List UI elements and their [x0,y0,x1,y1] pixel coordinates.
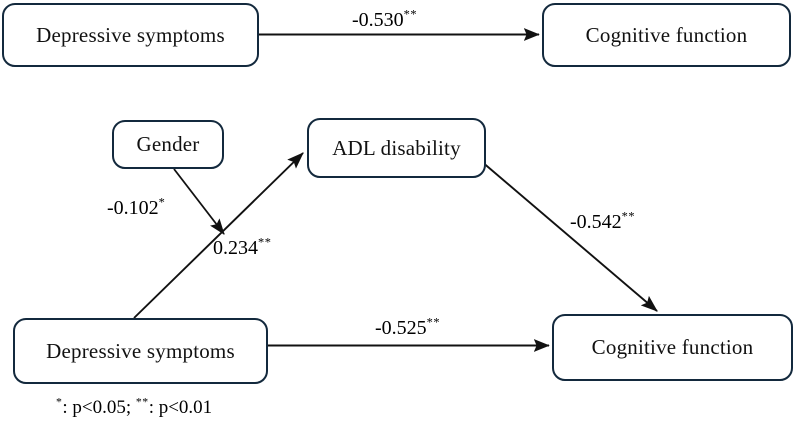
node-cognitive-function-top[interactable]: Cognitive function [542,3,791,67]
node-label: Cognitive function [591,335,754,359]
significance-legend: *: p<0.05; **: p<0.01 [56,395,213,418]
edge-adl-cog-arrow [480,160,658,312]
edge-label-gender-adl: -0.102* [107,195,166,219]
coefficient-value: -0.530 [352,9,404,31]
edge-label-dep-adl: 0.234** [213,235,272,259]
node-label: Depressive symptoms [36,22,225,47]
significance-stars: ** [403,7,418,22]
legend-star-one: * [56,395,63,409]
node-adl-disability[interactable]: ADL disability [307,118,486,178]
significance-stars: ** [621,209,636,224]
node-label: Depressive symptoms [46,338,235,363]
legend-star-two-text: : p<0.01 [148,397,213,418]
node-label: Gender [136,132,200,156]
node-label: ADL disability [332,135,461,160]
coefficient-value: -0.102 [107,197,159,219]
node-gender[interactable]: Gender [112,120,224,169]
significance-stars: ** [258,235,272,250]
coefficient-value: -0.542 [570,211,622,233]
node-depressive-symptoms-bottom[interactable]: Depressive symptoms [13,318,268,384]
edge-dep-adl-arrow [133,152,304,319]
node-cognitive-function-bottom[interactable]: Cognitive function [552,314,793,381]
coefficient-value: -0.525 [375,317,427,339]
node-label: Cognitive function [585,22,748,47]
edge-label-adl-cog: -0.542** [570,209,636,233]
significance-stars: ** [426,315,441,330]
coefficient-value: 0.234 [213,237,258,259]
edge-label-bot-direct: -0.525** [375,315,441,339]
edge-label-top-direct: -0.530** [352,7,418,31]
legend-star-two: ** [135,395,149,409]
legend-star-one-text: : p<0.05; [62,397,136,418]
edge-gender-adl-arrow [173,168,225,235]
node-depressive-symptoms-top[interactable]: Depressive symptoms [2,3,259,67]
significance-stars: * [158,195,166,210]
